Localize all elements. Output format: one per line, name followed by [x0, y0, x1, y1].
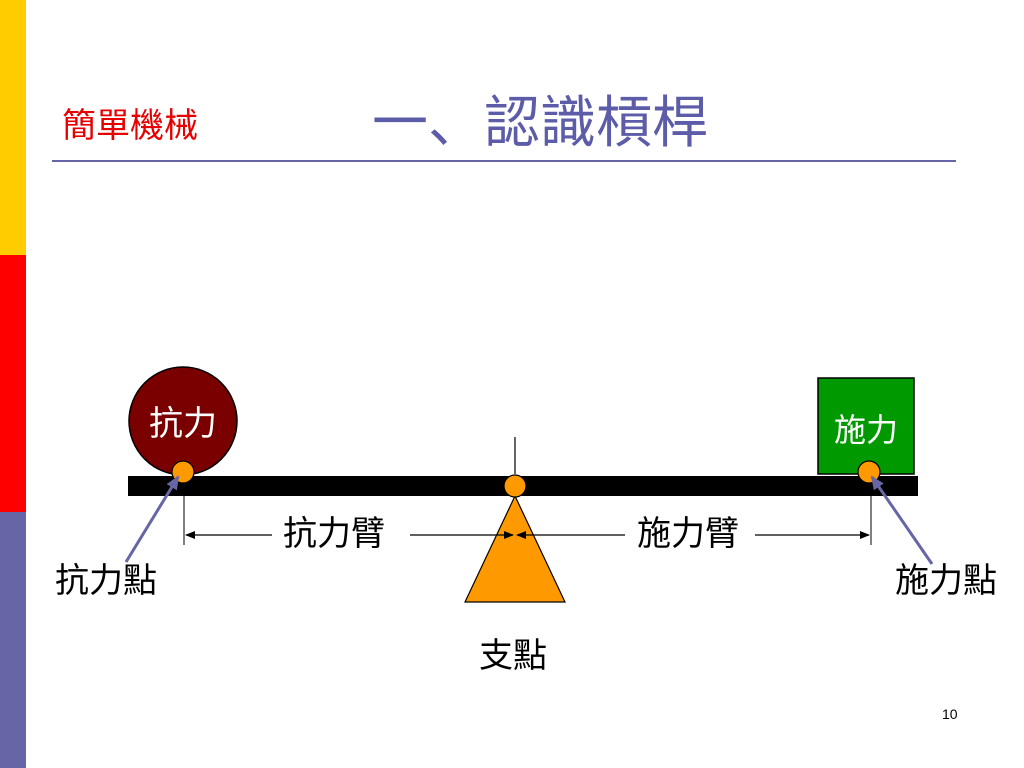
fulcrum-dot: [503, 474, 527, 498]
effort-box: [817, 377, 915, 475]
effort-point-dot: [857, 460, 881, 484]
side-bar-yellow: [0, 0, 26, 255]
effort-point-label: 施力點: [895, 561, 997, 601]
title-divider: [52, 160, 956, 162]
side-bar-blue: [0, 512, 26, 768]
load-point-pointer-arrow: [124, 475, 180, 563]
effort-arm-label: 施力臂: [637, 514, 739, 554]
load-label: 抗力: [149, 404, 217, 444]
page-number: 10: [942, 706, 958, 722]
side-bar-red: [0, 255, 26, 512]
fulcrum-triangle: [464, 494, 566, 603]
effort-label: 施力: [834, 411, 898, 449]
slide-title: 一、認識槓桿: [372, 91, 708, 156]
effort-point-pointer-arrow: [870, 475, 934, 565]
load-arm-label: 抗力臂: [283, 514, 385, 554]
subject-title: 簡單機械: [62, 106, 198, 146]
load-point-label: 抗力點: [55, 561, 157, 601]
fulcrum-label: 支點: [479, 636, 547, 676]
